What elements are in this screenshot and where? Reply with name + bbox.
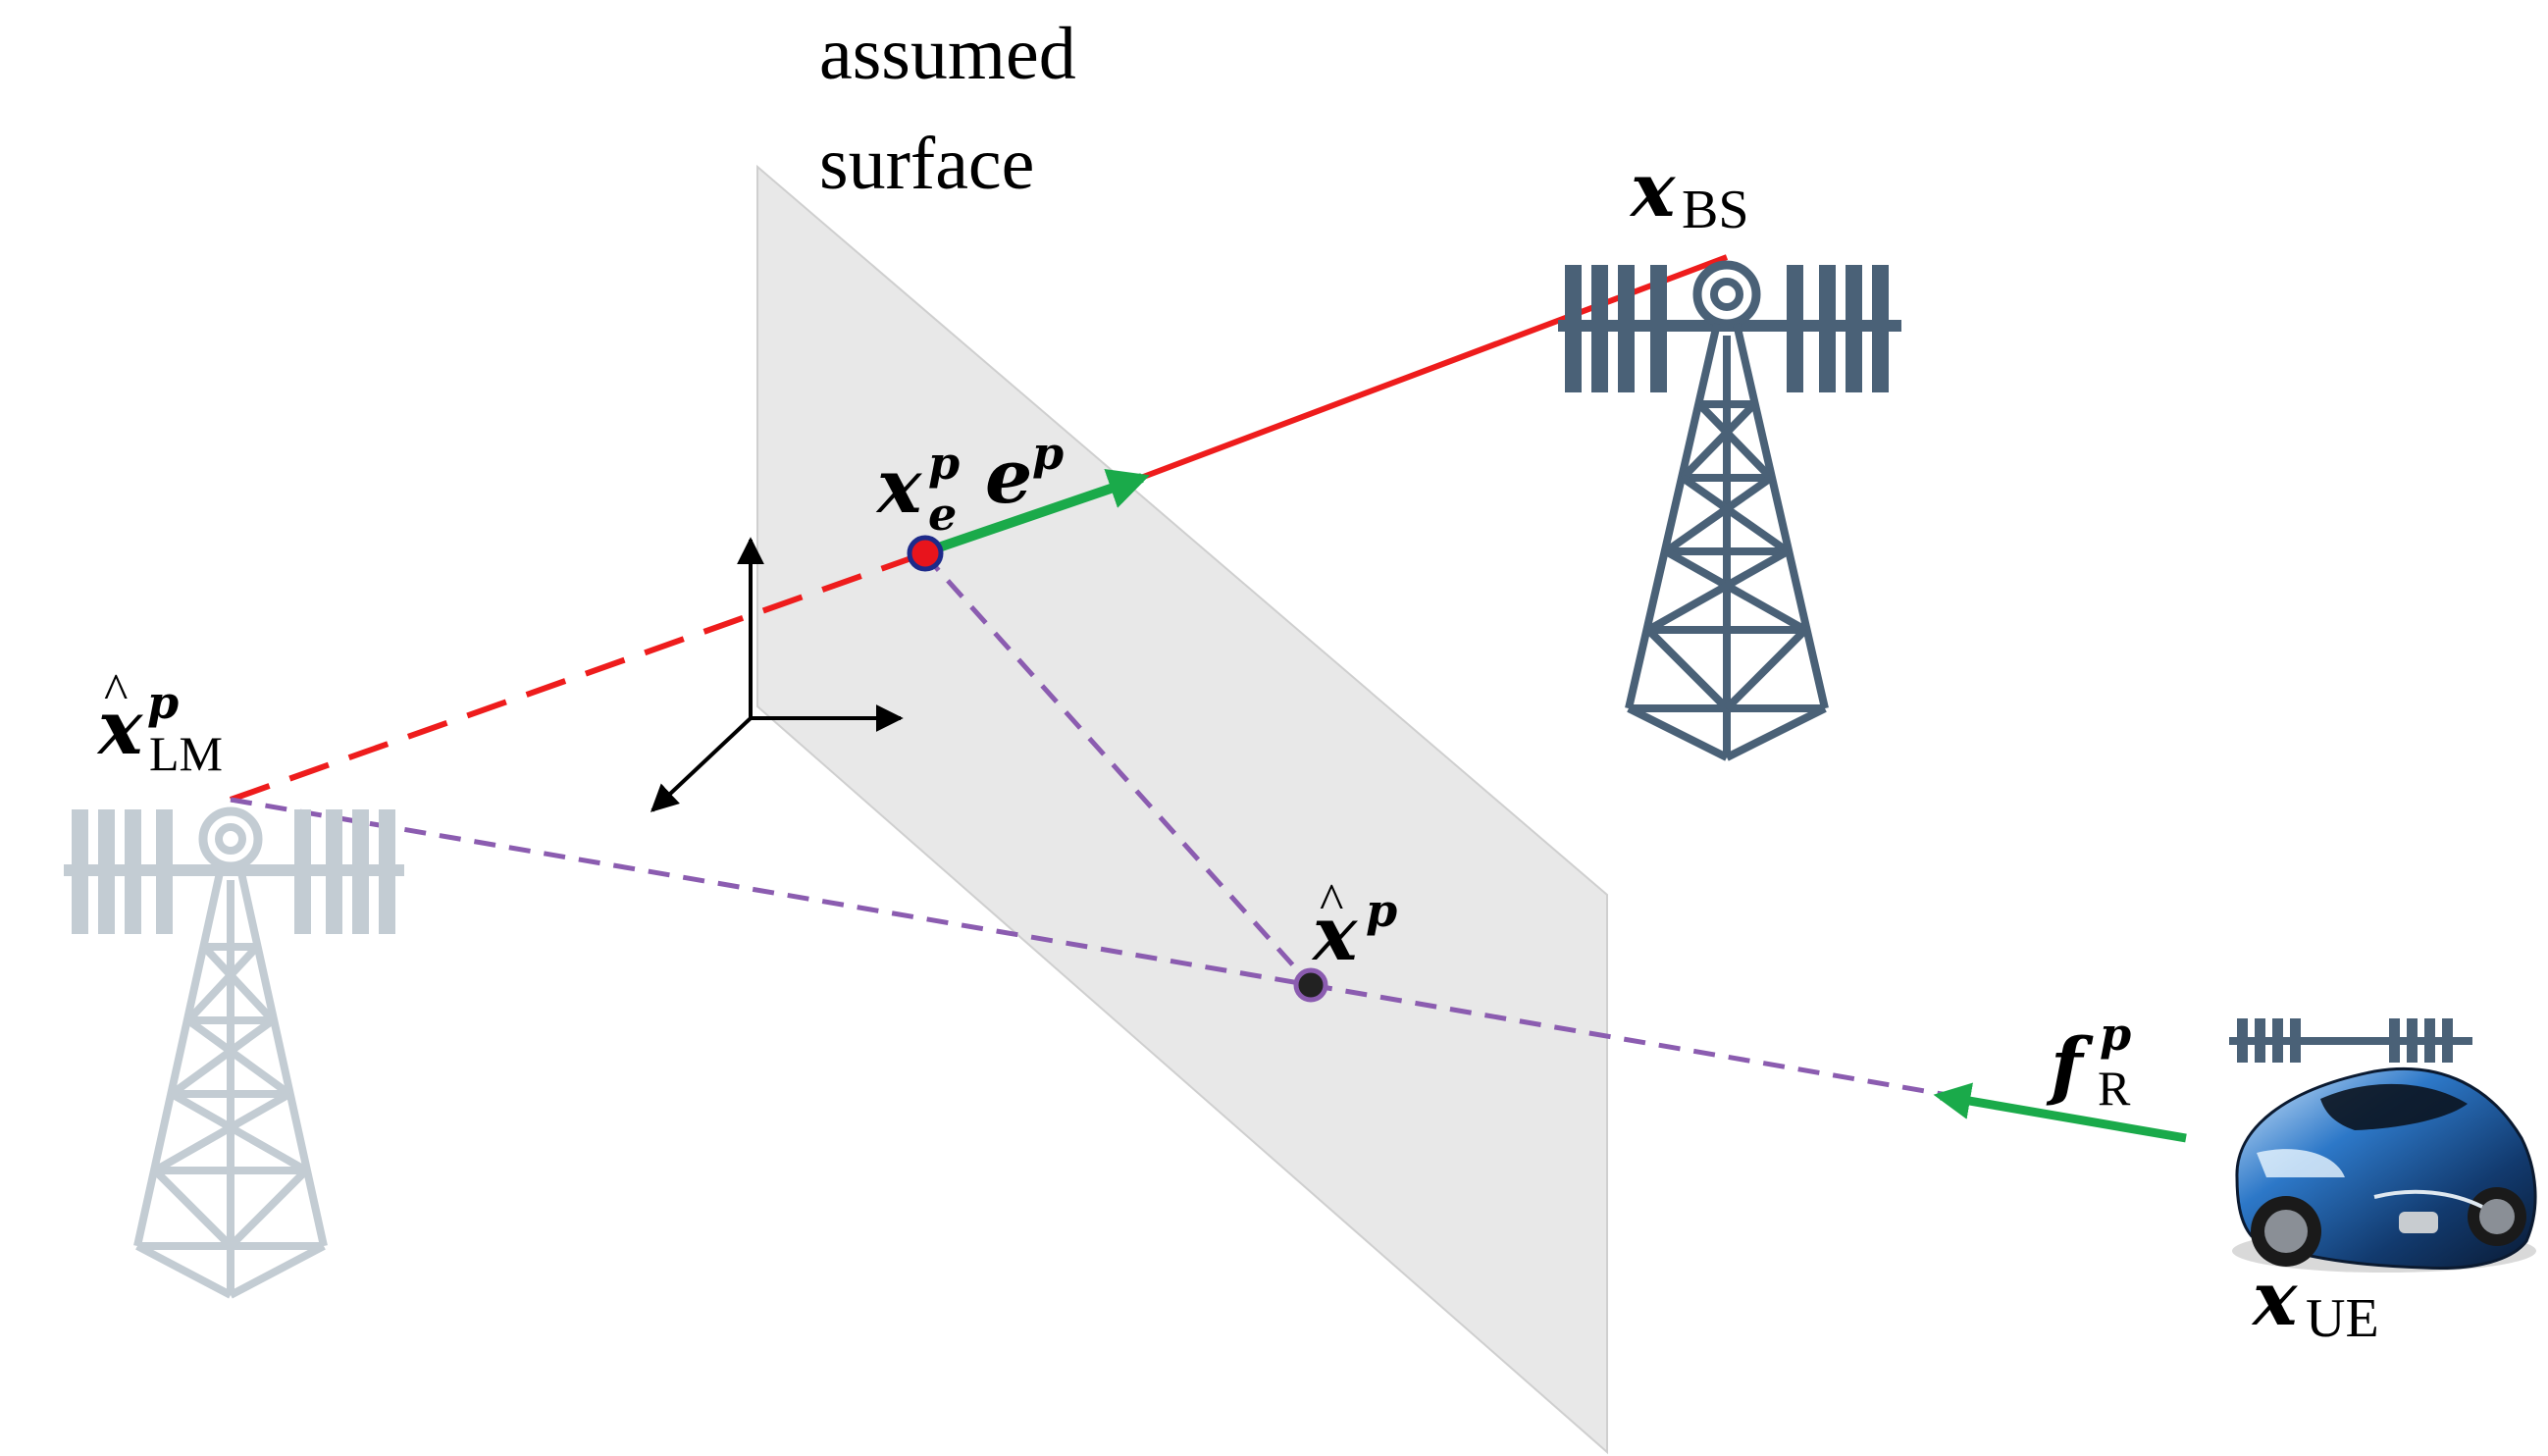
axis-y bbox=[650, 716, 753, 812]
x-e-label: x p e bbox=[875, 437, 960, 541]
x-ue-label: x UE bbox=[2251, 1255, 2379, 1349]
e-p-label: e p bbox=[985, 427, 1064, 520]
assumed-surface-plane bbox=[756, 164, 1608, 1455]
x-lm-label: ^ x p LM bbox=[96, 664, 223, 781]
svg-text:BS: BS bbox=[1682, 180, 1749, 240]
x-e-point bbox=[907, 535, 944, 572]
svg-text:^: ^ bbox=[104, 664, 128, 720]
svg-text:p: p bbox=[928, 437, 960, 490]
svg-text:^: ^ bbox=[1320, 874, 1343, 930]
x-hat-label: ^ x p bbox=[1311, 874, 1397, 977]
assumed-surface-label-line2: surface bbox=[819, 123, 1034, 205]
svg-text:UE: UE bbox=[2306, 1288, 2379, 1349]
svg-text:e: e bbox=[928, 488, 957, 541]
svg-text:x: x bbox=[2251, 1255, 2299, 1342]
ue-car-icon bbox=[2232, 1066, 2537, 1273]
svg-text:x: x bbox=[1311, 890, 1359, 977]
svg-text:LM: LM bbox=[149, 726, 223, 781]
svg-text:p: p bbox=[147, 676, 179, 729]
svg-text:p: p bbox=[1032, 427, 1064, 480]
svg-text:p: p bbox=[2100, 1008, 2131, 1061]
purple-paths bbox=[230, 552, 1949, 1098]
red-path-solid bbox=[1136, 254, 1729, 482]
bs-tower-icon bbox=[1558, 260, 1901, 761]
svg-text:p: p bbox=[1366, 884, 1397, 937]
svg-text:R: R bbox=[2098, 1061, 2131, 1116]
svg-text:x: x bbox=[96, 684, 144, 771]
ue-antenna-array-icon bbox=[2229, 1018, 2472, 1063]
assumed-surface-label-line1: assumed bbox=[819, 13, 1076, 95]
svg-text:f: f bbox=[2046, 1021, 2094, 1109]
f-r-arrow bbox=[1933, 1082, 2187, 1143]
lm-tower-icon bbox=[64, 806, 404, 1299]
svg-text:x: x bbox=[875, 442, 923, 530]
coordinate-axes bbox=[650, 537, 904, 812]
svg-text:e: e bbox=[985, 433, 1032, 520]
x-hat-point bbox=[1293, 967, 1328, 1003]
f-r-label: f p R bbox=[2046, 1008, 2131, 1116]
e-p-arrow bbox=[925, 469, 1150, 556]
x-bs-label: x BS bbox=[1629, 146, 1749, 240]
svg-text:x: x bbox=[1629, 146, 1677, 234]
